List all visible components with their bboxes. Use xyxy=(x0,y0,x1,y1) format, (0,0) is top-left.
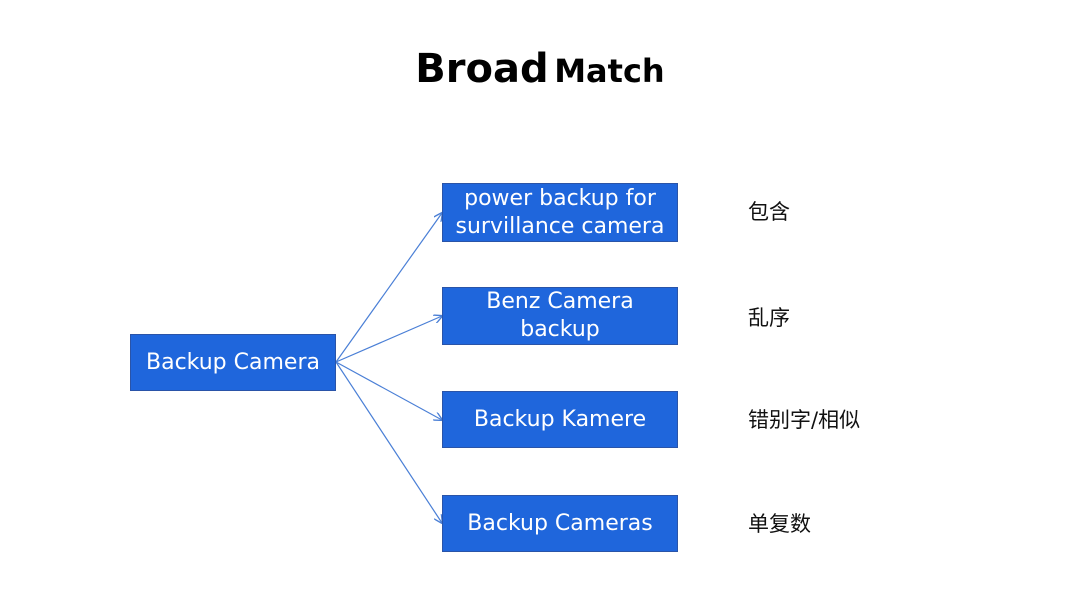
connector-arrow-2 xyxy=(335,361,442,420)
match-node-reordered: Benz Camera backup xyxy=(442,287,678,345)
connector-arrow-0 xyxy=(335,213,442,363)
match-node-plural: Backup Cameras xyxy=(442,495,678,552)
title-part-match: Match xyxy=(554,52,665,90)
connector-arrow-3 xyxy=(335,361,442,523)
note-singular-plural: 单复数 xyxy=(748,512,811,536)
root-node-backup-camera: Backup Camera xyxy=(130,334,336,391)
page-title: Broad Match xyxy=(0,46,1080,92)
note-misspelling-similar: 错别字/相似 xyxy=(748,408,861,432)
match-node-misspelling: Backup Kamere xyxy=(442,391,678,448)
note-reordered: 乱序 xyxy=(748,306,790,330)
match-node-contains: power backup for survillance camera xyxy=(442,183,678,242)
note-contains: 包含 xyxy=(748,200,790,224)
title-part-broad: Broad xyxy=(415,46,549,92)
connector-arrow-1 xyxy=(335,316,442,363)
